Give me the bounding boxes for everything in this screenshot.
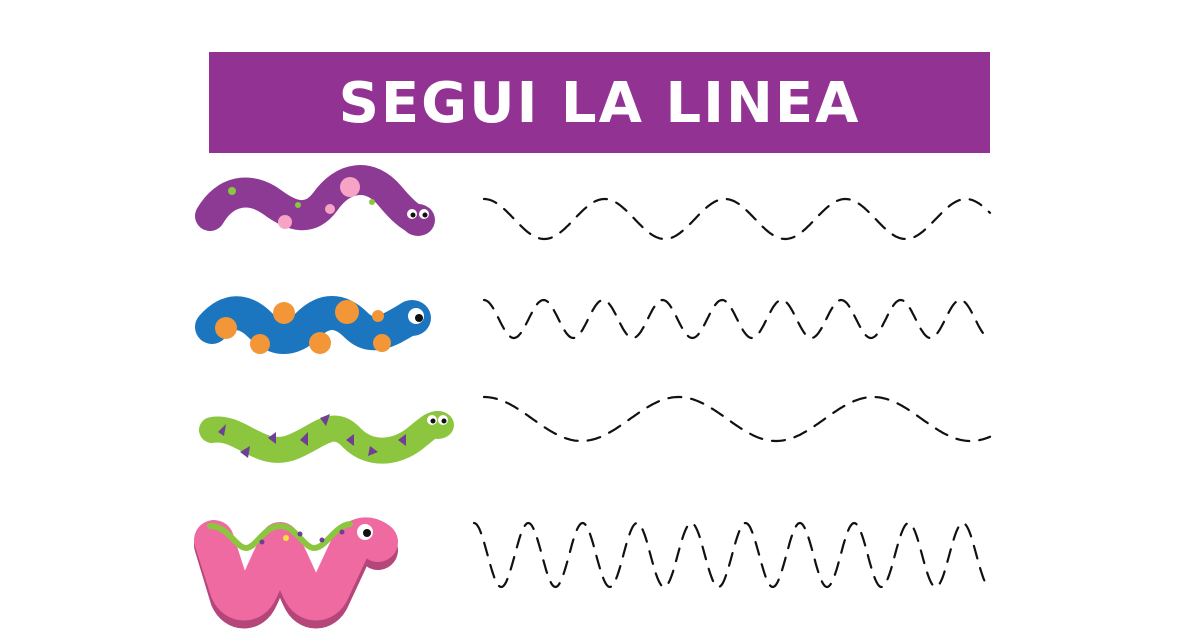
green-snake-illustration [199, 411, 454, 464]
purple-snake-illustration [195, 165, 435, 236]
trace-line-3 [482, 395, 992, 443]
trace-lines [472, 197, 992, 589]
trace-line-2 [482, 298, 992, 340]
pink-snake-illustration [194, 517, 398, 629]
trace-line-1 [482, 197, 992, 241]
trace-line-4 [472, 521, 992, 589]
page-title: SEGUI LA LINEA [338, 70, 861, 136]
blue-snake-illustration [195, 296, 431, 354]
title-banner: SEGUI LA LINEA [209, 52, 990, 153]
